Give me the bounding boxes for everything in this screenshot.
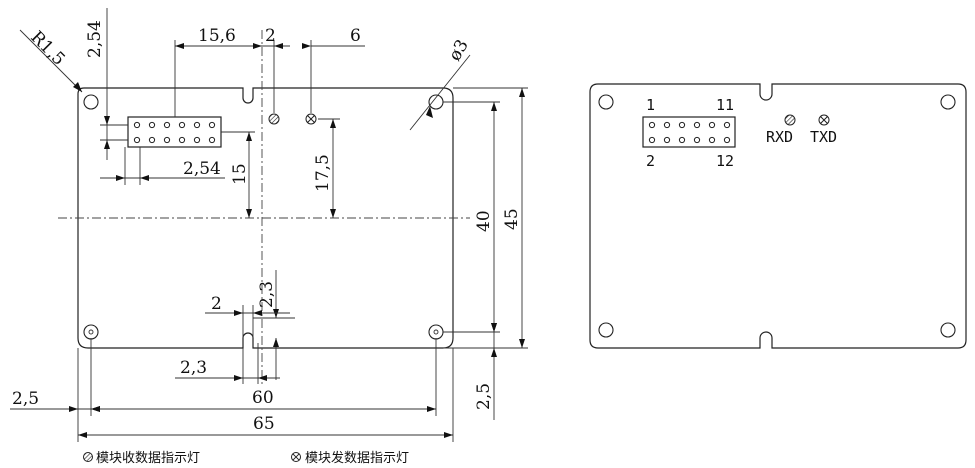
dim-board-width: 65 (253, 414, 275, 434)
header-pin (678, 121, 686, 129)
header-pin (693, 136, 701, 144)
legend: 模块收数据指示灯 模块发数据指示灯 (83, 450, 409, 466)
back-mounting-hole (940, 94, 956, 110)
dim-pin-pitch-top: 2,54 (85, 20, 105, 58)
header-pin (133, 121, 141, 129)
header-pin (648, 121, 656, 129)
header-pin (208, 121, 216, 129)
header-pin (708, 121, 716, 129)
header-pin (193, 136, 201, 144)
header-body (127, 116, 222, 148)
dim-notch-width-top: 2 (211, 294, 222, 314)
pin-label-1: 1 (646, 96, 655, 114)
dim-corner-radius: R1,5 (26, 27, 68, 69)
tx-legend-icon (291, 452, 301, 462)
txd-label: TXD (810, 128, 837, 146)
mounting-hole (83, 94, 99, 110)
back-rx-led-icon (784, 114, 796, 126)
header-pin (193, 121, 201, 129)
legend-tx-text: 模块发数据指示灯 (305, 450, 409, 466)
dim-hole-spacing-h: 60 (252, 388, 274, 408)
dim-led-spacing: 6 (350, 26, 361, 46)
dim-notch-height: 2,3 (257, 281, 277, 308)
header-pin (708, 136, 716, 144)
back-board-outline (589, 83, 967, 349)
back-mounting-hole (940, 322, 956, 338)
dim-header-offset: 15,6 (198, 26, 236, 46)
tx-led-icon (305, 113, 317, 125)
header-pin (133, 136, 141, 144)
legend-rx-text: 模块收数据指示灯 (96, 451, 200, 466)
header-pin (663, 136, 671, 144)
dim-header-height: 15 (230, 163, 250, 185)
header-pin (208, 136, 216, 144)
back-view: 1 11 2 12 RXD TXD (589, 83, 967, 349)
header-pin (148, 136, 156, 144)
hole-center (88, 329, 94, 335)
header-pin (678, 136, 686, 144)
dim-hole-diameter: ø3 (445, 36, 473, 64)
pin-label-2: 2 (646, 152, 655, 170)
dim-hole-spacing-v: 40 (474, 210, 494, 232)
back-header-pins (648, 121, 731, 144)
header-pin (723, 121, 731, 129)
header-pin (178, 136, 186, 144)
dim-led-gap: 2 (265, 26, 276, 46)
rxd-label: RXD (766, 128, 793, 146)
rx-led-icon (268, 113, 280, 125)
back-mounting-hole (598, 322, 614, 338)
dim-notch-width-bottom: 2,3 (180, 358, 207, 378)
pin-header (127, 116, 222, 148)
dim-hole-inset-left: 2,5 (12, 389, 39, 409)
mounting-hole (428, 324, 444, 340)
back-tx-led-icon (818, 114, 830, 126)
dim-hole-inset-bottom: 2,5 (474, 383, 494, 410)
hole-center (433, 329, 439, 335)
dim-led-height: 17,5 (313, 154, 333, 192)
front-view: R1,5 2,54 15,6 2 6 ø3 2,54 (10, 8, 528, 442)
header-pin (693, 121, 701, 129)
mounting-hole (83, 324, 99, 340)
back-header-body (642, 116, 736, 148)
header-pins (133, 121, 216, 144)
header-pin (163, 121, 171, 129)
pin-label-11: 11 (716, 96, 734, 114)
dim-board-height: 45 (502, 208, 522, 230)
dim-pin-pitch-bottom: 2,54 (183, 159, 221, 179)
back-mounting-hole (598, 94, 614, 110)
header-pin (148, 121, 156, 129)
header-pin (663, 121, 671, 129)
pin-label-12: 12 (716, 152, 734, 170)
header-pin (163, 136, 171, 144)
mounting-holes (83, 94, 444, 340)
header-pin (178, 121, 186, 129)
header-pin (648, 136, 656, 144)
rx-legend-icon (83, 452, 93, 462)
header-pin (723, 136, 731, 144)
